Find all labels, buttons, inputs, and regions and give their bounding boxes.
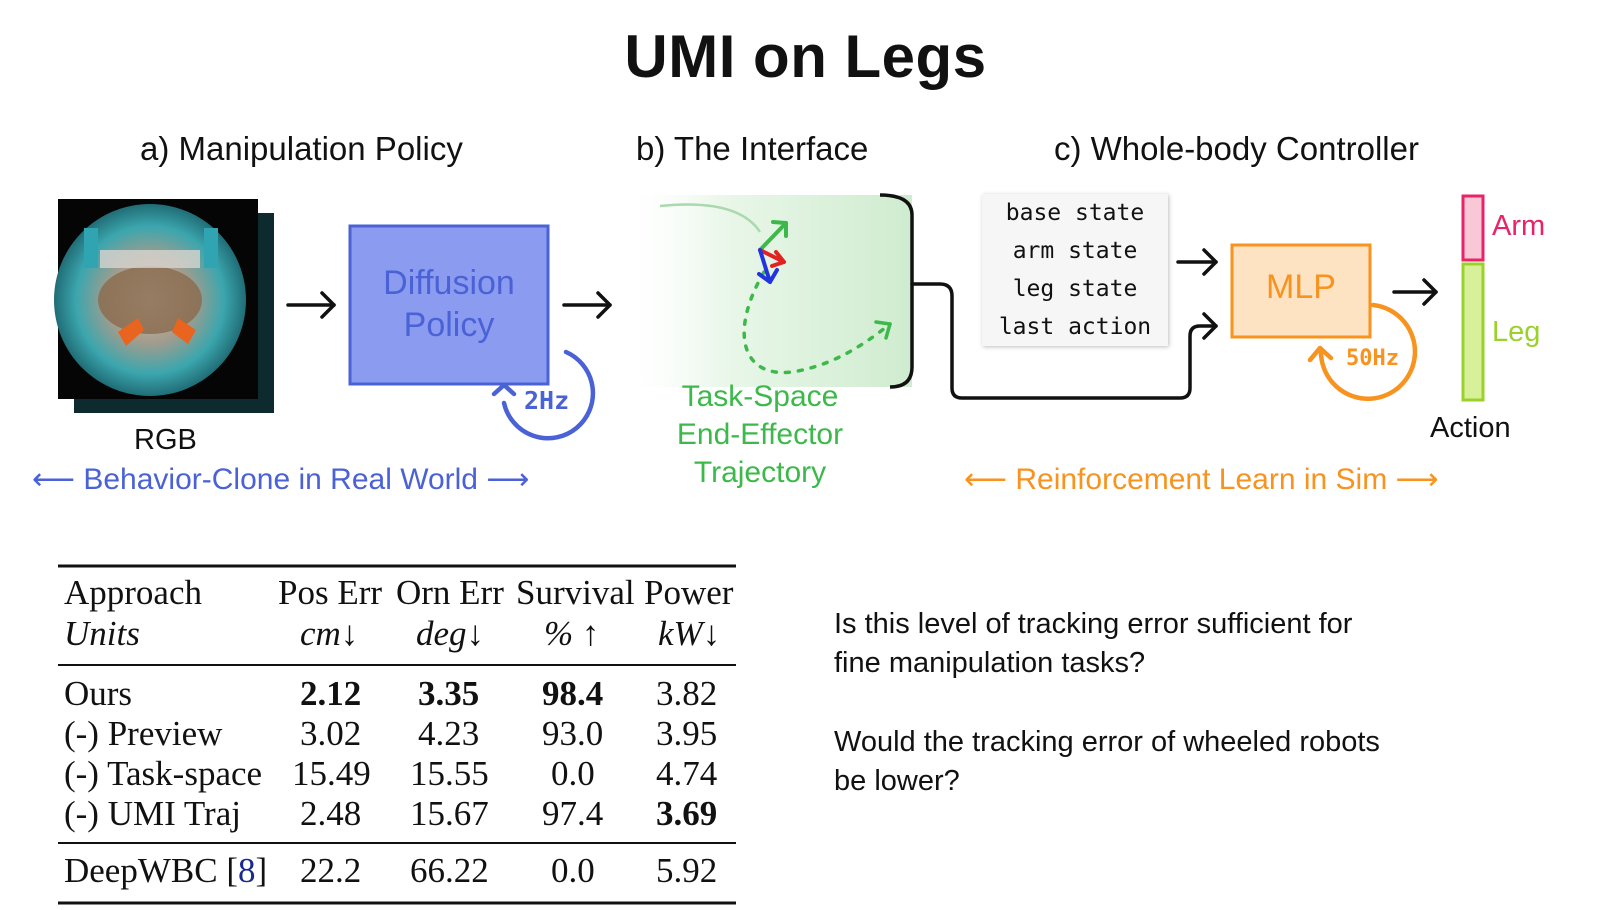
table-row-preview-orn: 4.23: [418, 714, 480, 753]
table-units-label: Units: [64, 614, 140, 653]
table-row-preview-name: (-) Preview: [64, 714, 223, 753]
table-row-umitraj-survival: 97.4: [542, 794, 604, 833]
table-row-deepwbc-pos: 22.2: [300, 851, 362, 890]
table-row-ours-name: Ours: [64, 674, 133, 713]
table-row-umitraj-pos: 2.48: [300, 794, 362, 833]
table-row-deepwbc-name: DeepWBC [8]: [64, 851, 267, 891]
right-arrow-icon: ⟶: [1395, 463, 1439, 496]
table-row-preview-pos: 3.02: [300, 714, 362, 753]
arrow-policy-to-interface: [562, 291, 612, 319]
mlp-label: MLP: [1266, 268, 1336, 306]
behavior-clone-text: Behavior-Clone in Real World: [83, 463, 478, 496]
table-header-orn-err: Orn Err: [396, 573, 504, 612]
arrow-interface-to-mlp: [910, 282, 1218, 400]
left-arrow-icon: ⟵: [964, 463, 1008, 496]
table-header-pos-err: Pos Err: [278, 573, 383, 612]
table-unit-survival: % ↑: [544, 614, 600, 653]
mlp-box: [1230, 243, 1372, 339]
results-table-rules: [58, 564, 736, 905]
section-a-heading: a) Manipulation Policy: [140, 130, 463, 167]
table-row-ours-pos: 2.12: [300, 674, 362, 713]
policy-rate-label: 2Hz: [524, 386, 570, 415]
question-2-line-1: Would the tracking error of wheeled robo…: [834, 726, 1380, 758]
section-b-heading: b) The Interface: [636, 130, 869, 167]
table-row-preview-survival: 93.0: [542, 714, 604, 753]
question-1-line-1: Is this level of tracking error sufficie…: [834, 608, 1353, 640]
table-row-preview-power: 3.95: [656, 714, 718, 753]
reinforcement-learn-label: ⟵ Reinforcement Learn in Sim ⟶: [964, 462, 1439, 497]
slide-title: UMI on Legs: [624, 23, 987, 90]
interface-label-line3: Trajectory: [693, 456, 827, 489]
table-unit-power: kW↓: [658, 614, 721, 653]
rgb-camera-image: [54, 199, 274, 413]
behavior-clone-label: ⟵ Behavior-Clone in Real World ⟶: [32, 462, 529, 497]
diffusion-policy-box: [348, 224, 550, 386]
mlp-rate-loop-icon: [1307, 302, 1418, 401]
interface-label-line2: End-Effector: [676, 418, 844, 451]
arm-action-bar: [1461, 194, 1485, 262]
input-last-action: last action: [998, 314, 1152, 340]
leg-action-bar: [1461, 262, 1485, 402]
table-row-ours-orn: 3.35: [418, 674, 480, 713]
table-row-ours-power: 3.82: [656, 674, 718, 713]
deepwbc-name-text: DeepWBC [: [64, 851, 238, 890]
action-label: Action: [1430, 412, 1511, 444]
table-row-deepwbc-power: 5.92: [656, 851, 718, 890]
input-arm-state: arm state: [1012, 238, 1138, 264]
table-row-ours-survival: 98.4: [542, 674, 604, 713]
mlp-rate-label: 50Hz: [1346, 346, 1399, 371]
table-row-taskspace-name: (-) Task-space: [64, 754, 263, 793]
table-unit-orn: deg↓: [416, 614, 485, 653]
diffusion-policy-label: Diffusion Policy: [350, 262, 548, 346]
arrow-mlp-to-action: [1392, 278, 1438, 306]
diffusion-policy-label-line1: Diffusion: [383, 264, 515, 302]
table-header-power: Power: [644, 573, 734, 612]
table-unit-pos: cm↓: [300, 614, 359, 653]
interface-trajectory-panel: [618, 193, 914, 389]
section-c-heading: c) Whole-body Controller: [1054, 130, 1419, 167]
table-header-survival: Survival: [516, 573, 635, 612]
question-1-line-2: fine manipulation tasks?: [834, 647, 1146, 679]
table-header-approach: Approach: [64, 573, 203, 612]
arm-label: Arm: [1492, 210, 1546, 242]
table-row-taskspace-orn: 15.55: [410, 754, 489, 793]
table-row-taskspace-survival: 0.0: [551, 754, 595, 793]
arrow-image-to-policy: [286, 291, 336, 319]
interface-label: Task-Space End-Effector Trajectory: [620, 378, 900, 492]
table-row-taskspace-pos: 15.49: [292, 754, 371, 793]
leg-label: Leg: [1492, 316, 1541, 348]
table-row-umitraj-name: (-) UMI Traj: [64, 794, 241, 833]
question-2-line-2: be lower?: [834, 765, 960, 797]
table-row-umitraj-orn: 15.67: [410, 794, 489, 833]
left-arrow-icon: ⟵: [32, 463, 76, 496]
deepwbc-bracket: ]: [255, 851, 268, 890]
input-base-state: base state: [1005, 200, 1145, 226]
table-row-taskspace-power: 4.74: [656, 754, 718, 793]
table-row-deepwbc-survival: 0.0: [551, 851, 595, 890]
arrow-states-to-mlp: [1176, 248, 1218, 276]
input-leg-state: leg state: [1012, 276, 1138, 302]
table-row-umitraj-power: 3.69: [656, 794, 718, 833]
end-effector-frame-icon: [757, 220, 788, 284]
diffusion-policy-label-line2: Policy: [403, 306, 495, 344]
policy-rate-loop-icon: [491, 349, 596, 441]
interface-label-line1: Task-Space: [681, 380, 839, 413]
rgb-label: RGB: [134, 424, 197, 456]
reinforcement-learn-text: Reinforcement Learn in Sim: [1015, 463, 1388, 496]
table-row-deepwbc-orn: 66.22: [410, 851, 489, 890]
right-arrow-icon: ⟶: [486, 463, 530, 496]
controller-inputs-box: base state arm state leg state last acti…: [982, 194, 1168, 346]
deepwbc-citation-link[interactable]: 8: [237, 851, 256, 890]
